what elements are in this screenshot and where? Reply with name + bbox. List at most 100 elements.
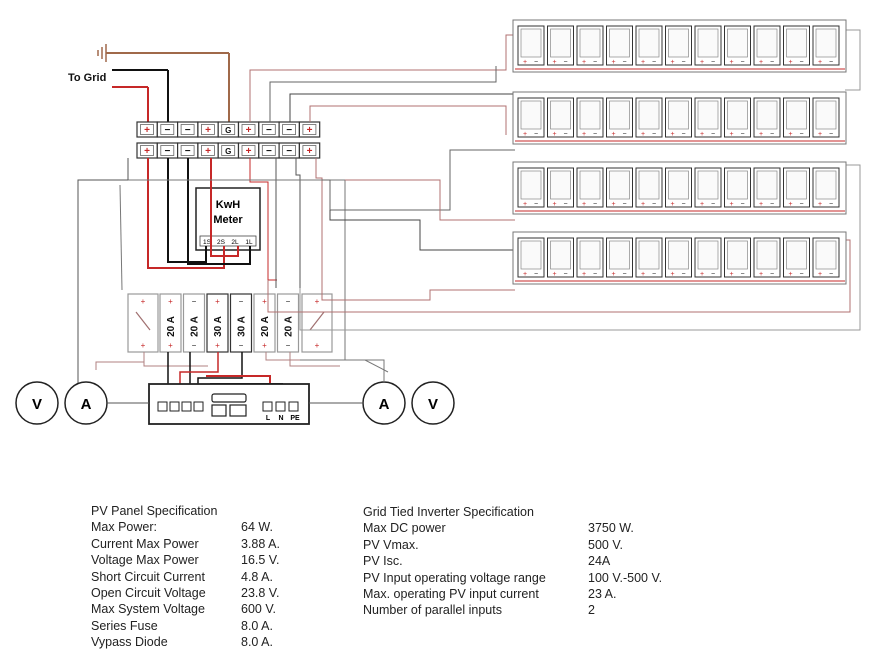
right-voltmeter: V [411,381,455,425]
svg-text:−: − [770,131,774,138]
pv-panel: +− [606,167,633,208]
pv-panel: +− [635,25,663,66]
svg-text:+: + [700,201,704,208]
svg-text:+: + [553,59,557,66]
svg-text:+: + [641,271,645,278]
to-grid-label: To Grid [68,72,106,84]
inverter-spec-label: PV Vmax. [363,537,419,552]
terminal-top-0: + [144,125,150,136]
pv-spec-label: Max System Voltage [91,602,205,617]
pv-spec-value: 8.0 A. [241,618,273,633]
pv-panel: +− [665,167,692,208]
inverter-terminal-l: L [266,415,271,422]
svg-text:−: − [829,201,833,208]
pv-panel: +− [576,167,604,208]
fuse-rating-5: 20 A [284,316,295,337]
svg-text:+: + [730,271,734,278]
pv-panel: +− [753,167,781,208]
pv-spec-label: Current Max Power [91,536,199,551]
svg-text:−: − [800,59,804,66]
svg-text:+: + [759,59,763,66]
fuse-holders: ++++++20 A−−20 A++30 A−−30 A++20 A−−20 A [127,293,333,353]
pv-spec-label: Short Circuit Current [91,569,205,584]
fuse-rating-0: 20 A [166,316,177,337]
svg-text:−: − [239,341,244,350]
svg-text:+: + [671,201,675,208]
svg-text:−: − [800,131,804,138]
pv-panel: +− [724,25,751,66]
pv-spec-value: 3.88 A. [241,536,280,551]
pv-panel: +− [606,237,633,278]
svg-text:−: − [564,201,568,208]
pv-panel: +− [547,237,574,278]
kwh-meter: KwH Meter 1S 2S 2L 1L [195,187,261,251]
inverter-spec-value: 23 A. [588,586,617,601]
svg-text:−: − [564,271,568,278]
pv-panel: +− [635,97,663,138]
pv-panel: +− [606,25,633,66]
pv-panel: +− [812,237,840,278]
svg-text:−: − [770,271,774,278]
svg-text:−: − [741,59,745,66]
pv-panel: +− [812,167,840,208]
svg-text:+: + [730,201,734,208]
svg-text:−: − [534,59,538,66]
svg-text:−: − [682,59,686,66]
pv-panel: +− [665,25,692,66]
pv-panel: +− [724,167,751,208]
svg-text:+: + [523,59,527,66]
svg-text:+: + [168,341,173,350]
terminal-bottom-7: − [286,146,292,157]
svg-text:+: + [789,271,793,278]
svg-text:−: − [534,131,538,138]
terminal-bottom-3: + [205,146,211,157]
svg-text:−: − [711,271,715,278]
svg-text:−: − [564,59,568,66]
svg-text:−: − [623,59,627,66]
terminal-bottom-2: − [185,146,191,157]
terminal-top-6: − [266,125,272,136]
svg-text:+: + [582,271,586,278]
meter-label-line2: Meter [213,214,243,226]
svg-text:+: + [671,59,675,66]
svg-text:−: − [711,59,715,66]
pv-panel: +− [724,237,751,278]
svg-text:+: + [818,131,822,138]
svg-text:+: + [215,297,220,306]
pv-panel: +− [635,167,663,208]
inverter-spec-title: Grid Tied Inverter Specification [363,505,534,519]
pv-panel: +− [517,237,545,278]
svg-text:−: − [741,131,745,138]
pv-panel: +− [576,237,604,278]
svg-text:−: − [770,201,774,208]
svg-text:+: + [641,131,645,138]
svg-text:+: + [700,131,704,138]
meter-terminal-1l: 1L [245,239,253,246]
svg-text:+: + [612,201,616,208]
pv-spec-value: 600 V. [241,602,276,617]
svg-text:+: + [553,131,557,138]
terminal-top-2: − [185,125,191,136]
svg-text:−: − [682,201,686,208]
svg-text:−: − [829,131,833,138]
svg-text:−: − [682,131,686,138]
svg-text:−: − [741,201,745,208]
pv-panel: +− [517,167,545,208]
inverter-spec-value: 2 [588,603,595,618]
svg-text:+: + [582,131,586,138]
pv-spec-label: Open Circuit Voltage [91,585,206,600]
inverter-spec-value: 100 V.-500 V. [588,570,663,585]
left-voltmeter: V [15,381,59,425]
svg-text:+: + [168,297,173,306]
pv-panel: +− [812,97,840,138]
pv-panel: +− [547,97,574,138]
pv-spec-row: Current Max Power 3.88 A. [91,536,351,552]
svg-text:−: − [652,59,656,66]
svg-text:−: − [564,131,568,138]
svg-text:+: + [818,201,822,208]
terminal-top-4: G [225,126,231,135]
svg-text:−: − [682,271,686,278]
